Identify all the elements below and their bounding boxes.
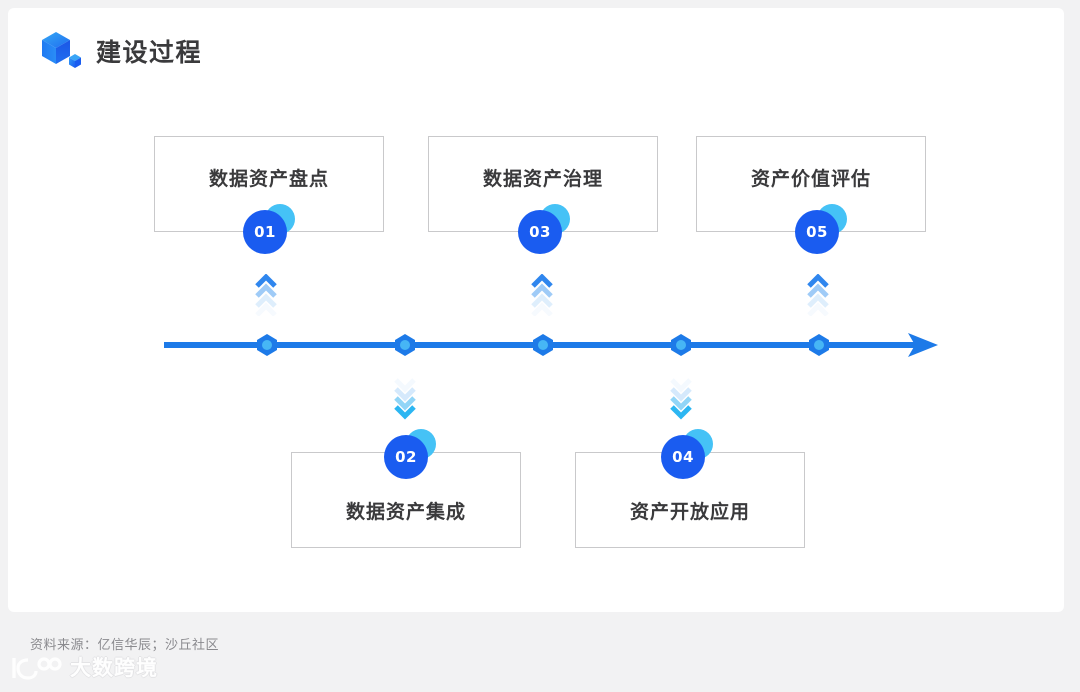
source-note: 资料来源：亿信华辰；沙丘社区	[30, 638, 220, 653]
badge-number: 04	[672, 447, 694, 466]
timeline-node-5	[809, 334, 829, 356]
phase-label: 资产价值评估	[750, 167, 871, 190]
badge-number: 03	[529, 222, 551, 241]
watermark: 大数跨境	[8, 655, 158, 681]
chevron-up-icon-2	[529, 274, 555, 316]
chevron-down-icon-1	[392, 378, 418, 420]
chevron-up-icon-3	[805, 274, 831, 316]
phase-label: 数据资产盘点	[208, 167, 329, 190]
phase-label: 数据资产治理	[482, 167, 603, 190]
phase-label: 资产开放应用	[629, 500, 750, 523]
phase-badge-03: 03	[518, 204, 570, 254]
badge-main-circle: 05	[795, 210, 839, 254]
timeline-arrowhead-icon	[908, 330, 942, 360]
watermark-text: 大数跨境	[70, 655, 158, 680]
slide-header: 建设过程	[40, 30, 202, 74]
timeline-node-2	[395, 334, 415, 356]
chevron-down-icon-2	[668, 378, 694, 420]
watermark-logo-icon	[8, 655, 62, 681]
badge-main-circle: 03	[518, 210, 562, 254]
process-diagram: 数据资产盘点 01 数据资产治理 03 资产价值评估 05	[8, 8, 1064, 612]
timeline-node-3	[533, 334, 553, 356]
slide-card: 建设过程 数据资产盘点 01 数据资产治理 03 资产价值评估	[8, 8, 1064, 612]
phase-label: 数据资产集成	[345, 500, 466, 523]
badge-main-circle: 01	[243, 210, 287, 254]
badge-number: 01	[254, 222, 276, 241]
phase-badge-05: 05	[795, 204, 847, 254]
phase-badge-01: 01	[243, 204, 295, 254]
phase-badge-02: 02	[384, 429, 436, 479]
badge-number: 02	[395, 447, 417, 466]
badge-main-circle: 04	[661, 435, 705, 479]
timeline-node-4	[671, 334, 691, 356]
timeline-node-1	[257, 334, 277, 356]
phase-badge-04: 04	[661, 429, 713, 479]
chevron-up-icon-1	[253, 274, 279, 316]
badge-number: 05	[806, 222, 828, 241]
badge-main-circle: 02	[384, 435, 428, 479]
cube-icon	[40, 30, 82, 74]
page-title: 建设过程	[96, 37, 203, 67]
